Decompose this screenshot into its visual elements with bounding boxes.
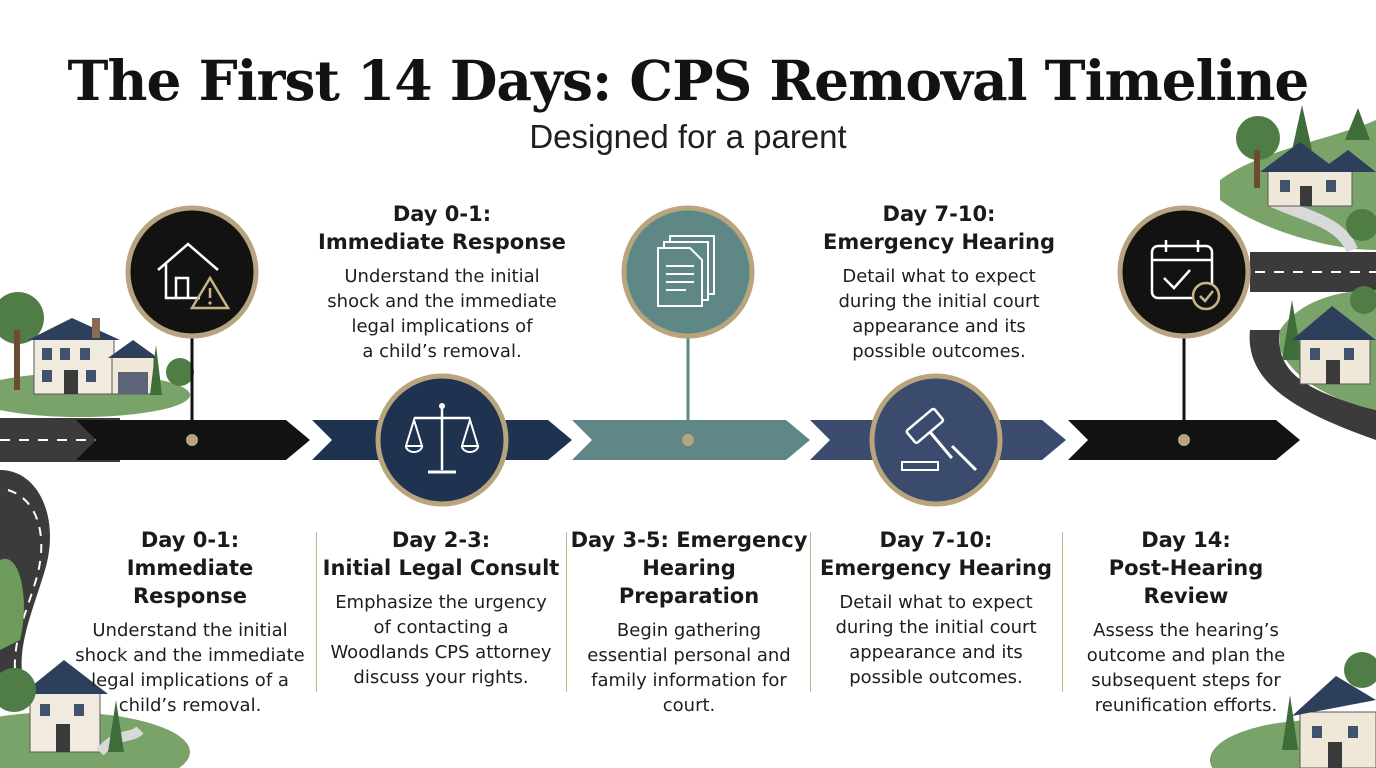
- stage-label-5: Day 14: Post-Hearing Review Assess the h…: [1066, 526, 1306, 718]
- top-label-day: Day 7-10:: [882, 202, 996, 226]
- scales-icon: [375, 373, 509, 507]
- stage-desc: Understand the initial shock and the imm…: [75, 620, 305, 716]
- top-label-name: Emergency Hearing: [822, 230, 1056, 254]
- stage-name: Hearing Preparation: [618, 556, 760, 608]
- page-title: The First 14 Days: CPS Removal Timeline: [67, 48, 1310, 113]
- stage-name: Initial Legal Consult: [322, 556, 560, 580]
- stage-desc: Emphasize the urgency of contacting a Wo…: [330, 592, 552, 688]
- stage-name: Post-Hearing Review: [1108, 556, 1264, 608]
- stage-name: Emergency Hearing: [819, 556, 1053, 580]
- stage-day: Day 0-1:: [140, 528, 240, 552]
- top-label-emergency-hearing: Day 7-10: Emergency Hearing Detail what …: [809, 200, 1069, 364]
- top-label-day: Day 0-1:: [392, 202, 492, 226]
- stage-label-4: Day 7-10: Emergency Hearing Detail what …: [816, 526, 1056, 690]
- stage-day: Day 14:: [1141, 528, 1231, 552]
- house-warning-icon: [125, 205, 259, 339]
- top-label-desc: Understand the initial shock and the imm…: [327, 266, 557, 362]
- right-middle-house-scene: [1280, 286, 1376, 410]
- stage-label-1: Day 0-1: Immediate Response Understand t…: [70, 526, 310, 718]
- calendar-check-icon: [1117, 205, 1251, 339]
- bottom-left-house-scene: [0, 660, 190, 768]
- stage-desc: Begin gathering essential personal and f…: [587, 620, 791, 716]
- stage-desc: Assess the hearing’s outcome and plan th…: [1086, 620, 1286, 716]
- top-label-desc: Detail what to expect during the initial…: [838, 266, 1040, 362]
- timeline-dots: [186, 434, 1190, 446]
- bottom-right-house-scene: [1210, 652, 1376, 768]
- documents-icon: [621, 205, 755, 339]
- stems: [190, 336, 1186, 420]
- stage-divider: [566, 532, 567, 692]
- stage-label-3: Day 3-5: Emergency Hearing Preparation B…: [569, 526, 809, 718]
- stage-day: Day 3-5: Emergency: [570, 528, 808, 552]
- stage-name: Immediate Response: [126, 556, 254, 608]
- gavel-icon: [869, 373, 1003, 507]
- left-house-scene: [0, 292, 194, 417]
- stage-divider: [810, 532, 811, 692]
- stage-label-2: Day 2-3: Initial Legal Consult Emphasize…: [321, 526, 561, 690]
- top-label-immediate-response: Day 0-1: Immediate Response Understand t…: [312, 200, 572, 364]
- top-label-name: Immediate Response: [318, 230, 566, 254]
- stage-day: Day 2-3:: [391, 528, 491, 552]
- stage-divider: [316, 532, 317, 692]
- stage-divider: [1062, 532, 1063, 692]
- stage-day: Day 7-10:: [879, 528, 993, 552]
- page-subtitle: Designed for a parent: [529, 118, 847, 155]
- stage-desc: Detail what to expect during the initial…: [835, 592, 1037, 688]
- right-top-house-scene: [1220, 105, 1376, 253]
- right-road: [1249, 252, 1376, 440]
